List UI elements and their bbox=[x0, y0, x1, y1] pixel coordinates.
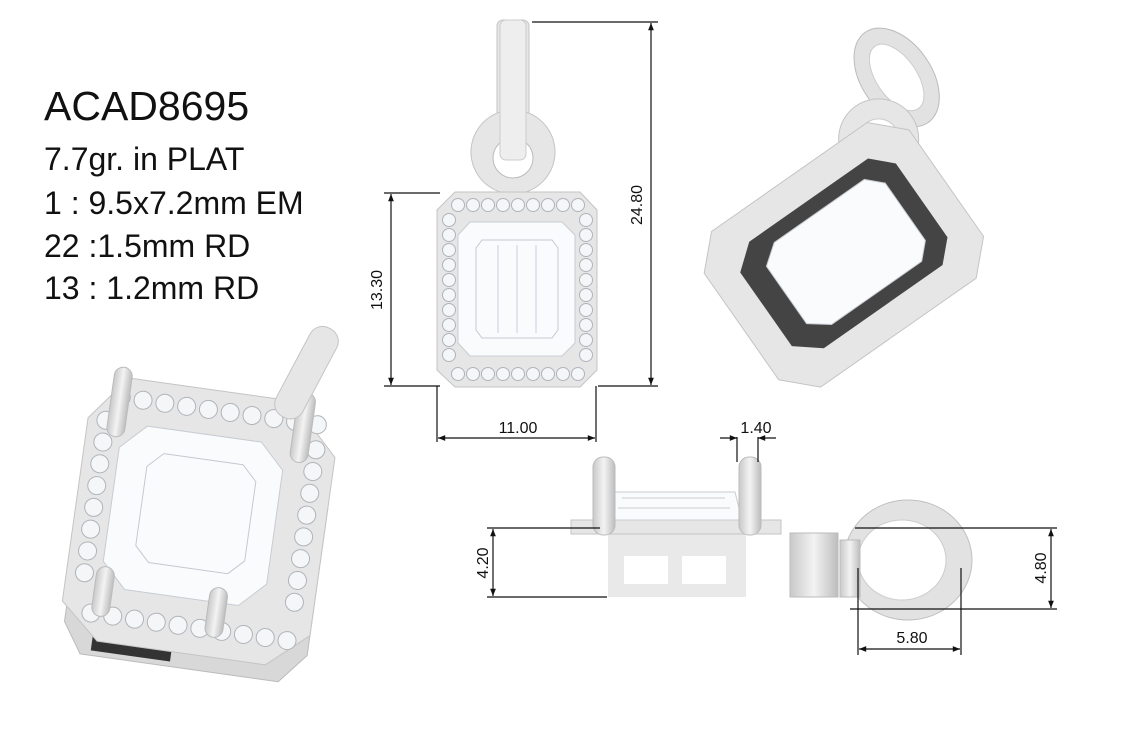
accent-stone bbox=[155, 393, 175, 413]
dimension-bail-height: 4.80 bbox=[850, 527, 1057, 610]
accent-stone bbox=[579, 318, 593, 332]
accent-stone bbox=[496, 367, 510, 381]
accent-stone bbox=[84, 497, 104, 517]
accent-stone bbox=[442, 243, 456, 257]
accent-stone bbox=[291, 549, 311, 569]
accent-stone bbox=[146, 612, 166, 632]
accent-stone bbox=[496, 198, 510, 212]
accent-stone bbox=[442, 258, 456, 272]
accent-stone bbox=[511, 198, 525, 212]
accent-stone bbox=[466, 367, 480, 381]
accent-stone bbox=[442, 288, 456, 302]
bail-cylinder bbox=[789, 532, 839, 598]
dimension-label: 1.40 bbox=[740, 420, 771, 437]
dimension-halo-height: 13.30 bbox=[369, 192, 440, 387]
accent-stone bbox=[294, 527, 314, 547]
accent-stone bbox=[511, 367, 525, 381]
accent-stone bbox=[303, 462, 323, 482]
dimension-bail-width: 5.80 bbox=[857, 568, 962, 655]
center-stone-back bbox=[765, 178, 926, 325]
accent-stone bbox=[466, 198, 480, 212]
accent-stone bbox=[579, 213, 593, 227]
accent-stone bbox=[277, 631, 297, 651]
accent-stone bbox=[442, 348, 456, 362]
accent-stone-spec-1: 22 :1.5mm RD bbox=[44, 228, 251, 264]
metal-weight: 7.7gr. in PLAT bbox=[44, 141, 245, 177]
accent-stone bbox=[579, 243, 593, 257]
accent-stone bbox=[125, 609, 145, 629]
perspective-view-front bbox=[61, 325, 339, 683]
accent-stone bbox=[81, 519, 101, 539]
accent-stone bbox=[133, 390, 153, 410]
accent-stone bbox=[87, 476, 107, 496]
dimension-label: 5.80 bbox=[896, 630, 927, 647]
accent-stone bbox=[526, 367, 540, 381]
accent-stone bbox=[93, 432, 113, 452]
accent-stone bbox=[556, 198, 570, 212]
perspective-view-back bbox=[703, 27, 985, 388]
accent-stone bbox=[442, 318, 456, 332]
accent-stone bbox=[526, 198, 540, 212]
accent-stone bbox=[90, 454, 110, 474]
accent-stone bbox=[451, 198, 465, 212]
accent-stone bbox=[571, 198, 585, 212]
accent-stone bbox=[579, 303, 593, 317]
prong bbox=[592, 456, 616, 536]
accent-stone bbox=[481, 367, 495, 381]
accent-stone bbox=[579, 348, 593, 362]
center-emerald-stone bbox=[102, 425, 284, 607]
accent-stone bbox=[297, 505, 317, 525]
dimension-label: 4.80 bbox=[1033, 552, 1050, 583]
dimension-side-height: 4.20 bbox=[475, 527, 607, 598]
accent-stone bbox=[74, 563, 94, 583]
accent-stone bbox=[233, 624, 253, 644]
dimension-label: 13.30 bbox=[369, 270, 386, 310]
accent-stone bbox=[579, 333, 593, 347]
dimension-label: 11.00 bbox=[499, 420, 538, 437]
accent-stone bbox=[442, 333, 456, 347]
center-stone-side bbox=[605, 491, 743, 521]
accent-stone bbox=[579, 273, 593, 287]
accent-stone bbox=[242, 406, 262, 426]
accent-stone bbox=[300, 483, 320, 503]
accent-stone bbox=[287, 570, 307, 590]
accent-stone bbox=[284, 592, 304, 612]
accent-stone bbox=[571, 367, 585, 381]
accent-stone bbox=[481, 198, 495, 212]
accent-stone bbox=[541, 198, 555, 212]
accent-stone bbox=[78, 541, 98, 561]
side-view bbox=[570, 456, 973, 621]
accent-stone bbox=[177, 396, 197, 416]
accent-stone bbox=[451, 367, 465, 381]
accent-stone bbox=[541, 367, 555, 381]
accent-stone bbox=[579, 228, 593, 242]
accent-stone bbox=[442, 228, 456, 242]
dimension-label: 4.20 bbox=[475, 547, 492, 578]
accent-stone bbox=[442, 213, 456, 227]
accent-stone bbox=[556, 367, 570, 381]
accent-stone bbox=[442, 303, 456, 317]
center-stone-spec: 1 : 9.5x7.2mm EM bbox=[44, 185, 304, 221]
dimension-label: 24.80 bbox=[629, 185, 646, 225]
accent-stone bbox=[579, 258, 593, 272]
accent-stone bbox=[198, 399, 218, 419]
accent-stone bbox=[255, 628, 275, 648]
dimension-total-height: 24.80 bbox=[532, 21, 658, 387]
dimension-prong-width: 1.40 bbox=[720, 420, 776, 462]
front-view bbox=[436, 19, 598, 388]
accent-stone bbox=[579, 288, 593, 302]
model-number: ACAD8695 bbox=[44, 83, 250, 129]
accent-stone-spec-2: 13 : 1.2mm RD bbox=[44, 270, 260, 306]
accent-stone bbox=[442, 273, 456, 287]
dimension-halo-width: 11.00 bbox=[436, 386, 597, 442]
accent-stone bbox=[168, 615, 188, 635]
accent-stone bbox=[220, 402, 240, 422]
prong bbox=[738, 456, 762, 536]
